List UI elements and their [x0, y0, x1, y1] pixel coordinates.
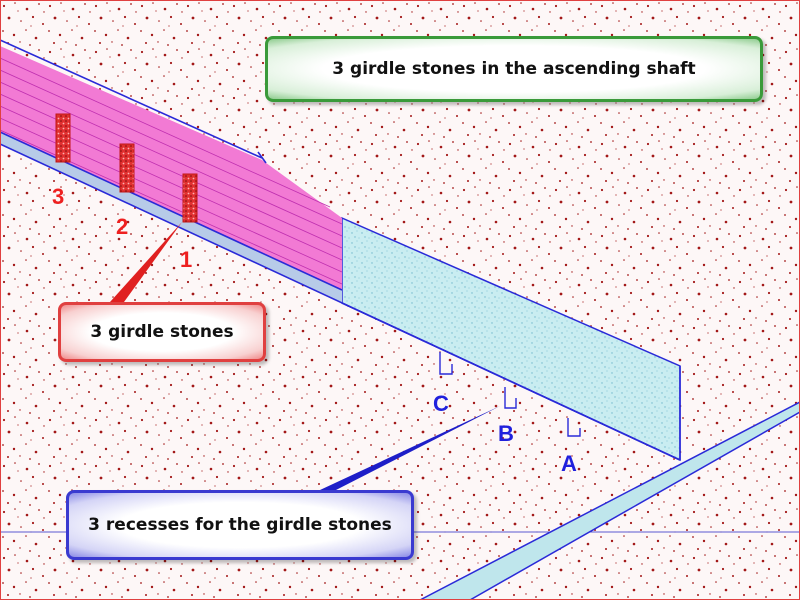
stone-number-3: 3 [52, 184, 65, 209]
title-label: 3 girdle stones in the ascending shaft [265, 36, 763, 102]
recess-callout-pointer [320, 406, 500, 490]
girdle-stone-2 [119, 143, 135, 193]
stone-number-1: 1 [180, 247, 193, 272]
recess-b [504, 387, 517, 409]
recesses [439, 352, 581, 437]
stone-number-2: 2 [116, 214, 129, 239]
recess-letter-b: B [498, 421, 514, 446]
recess-c [439, 352, 453, 375]
girdle-callout-pointer [110, 222, 182, 302]
girdle-stone-3 [55, 113, 71, 163]
passage-floor-band [0, 132, 342, 303]
girdle-stones-callout: 3 girdle stones [58, 302, 266, 362]
descending-corridor [419, 401, 800, 600]
granite-plug-region [0, 46, 342, 303]
recess-letter-a: A [561, 451, 577, 476]
recess-a [567, 418, 581, 437]
recesses-callout: 3 recesses for the girdle stones [66, 490, 414, 560]
girdle-stone-1 [182, 173, 198, 223]
recess-letter-c: C [433, 391, 449, 416]
